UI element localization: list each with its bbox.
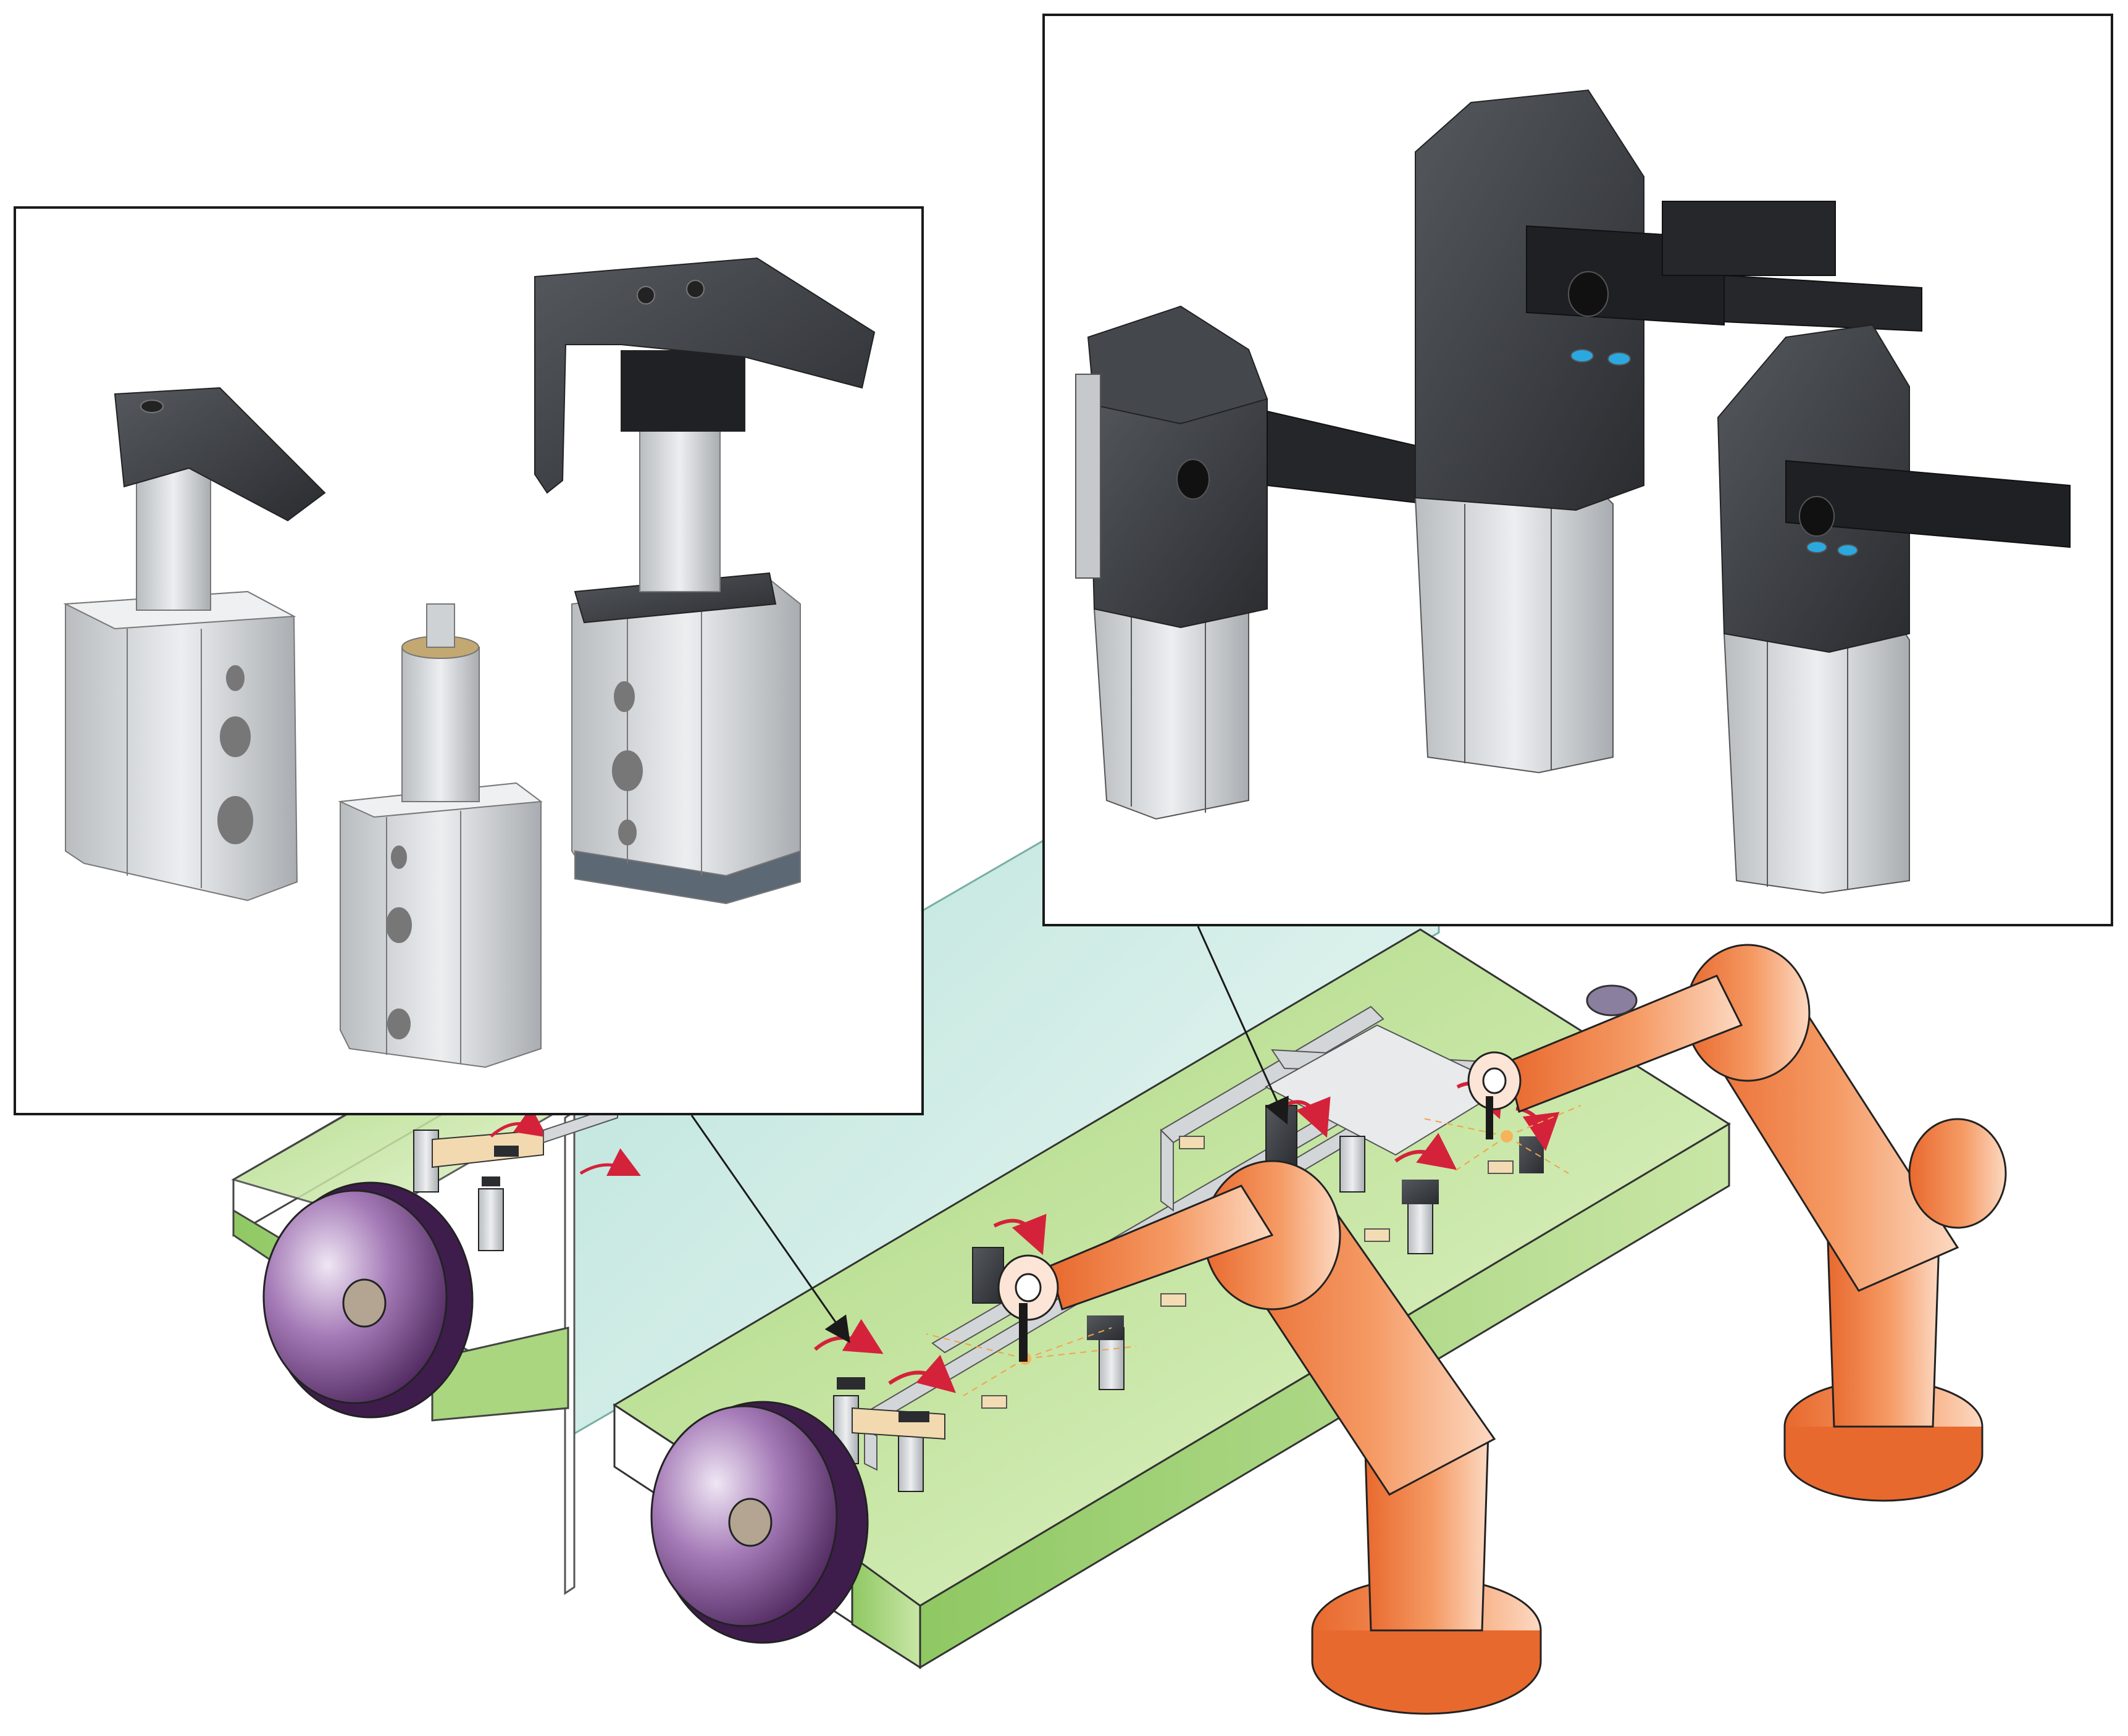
- locating-blocks: [981, 1136, 1514, 1409]
- clamp-cylinder-icon: [338, 603, 543, 1068]
- leader-line-icon: [690, 926, 1289, 1343]
- swing-clamp-product-photo: [63, 257, 876, 1068]
- robot-arm-icon: [997, 1160, 1542, 1715]
- weld-spot: [1501, 1130, 1513, 1143]
- clamp-cylinder-icon: [1414, 89, 1922, 774]
- swing-clamp-cylinders-inset: [14, 206, 924, 1115]
- power-clamp-cylinders-inset: [1042, 14, 2113, 926]
- weld-sparks: [926, 1105, 1581, 1396]
- wheel-icon: [650, 1401, 869, 1644]
- clamp-cylinder-icon: [534, 257, 876, 905]
- clamp-cylinder-icon: [1717, 324, 2071, 894]
- clamp-cylinder-icon: [833, 1105, 1544, 1492]
- wheel-icon: [262, 1181, 474, 1419]
- rear-clamp-cluster: [413, 1104, 641, 1251]
- power-clamp-product-photo: [1075, 89, 2071, 894]
- clamp-cylinder-icon: [63, 387, 326, 902]
- robot-arm-icon: [1467, 944, 2007, 1502]
- clamp-cylinder-icon: [1075, 305, 1428, 820]
